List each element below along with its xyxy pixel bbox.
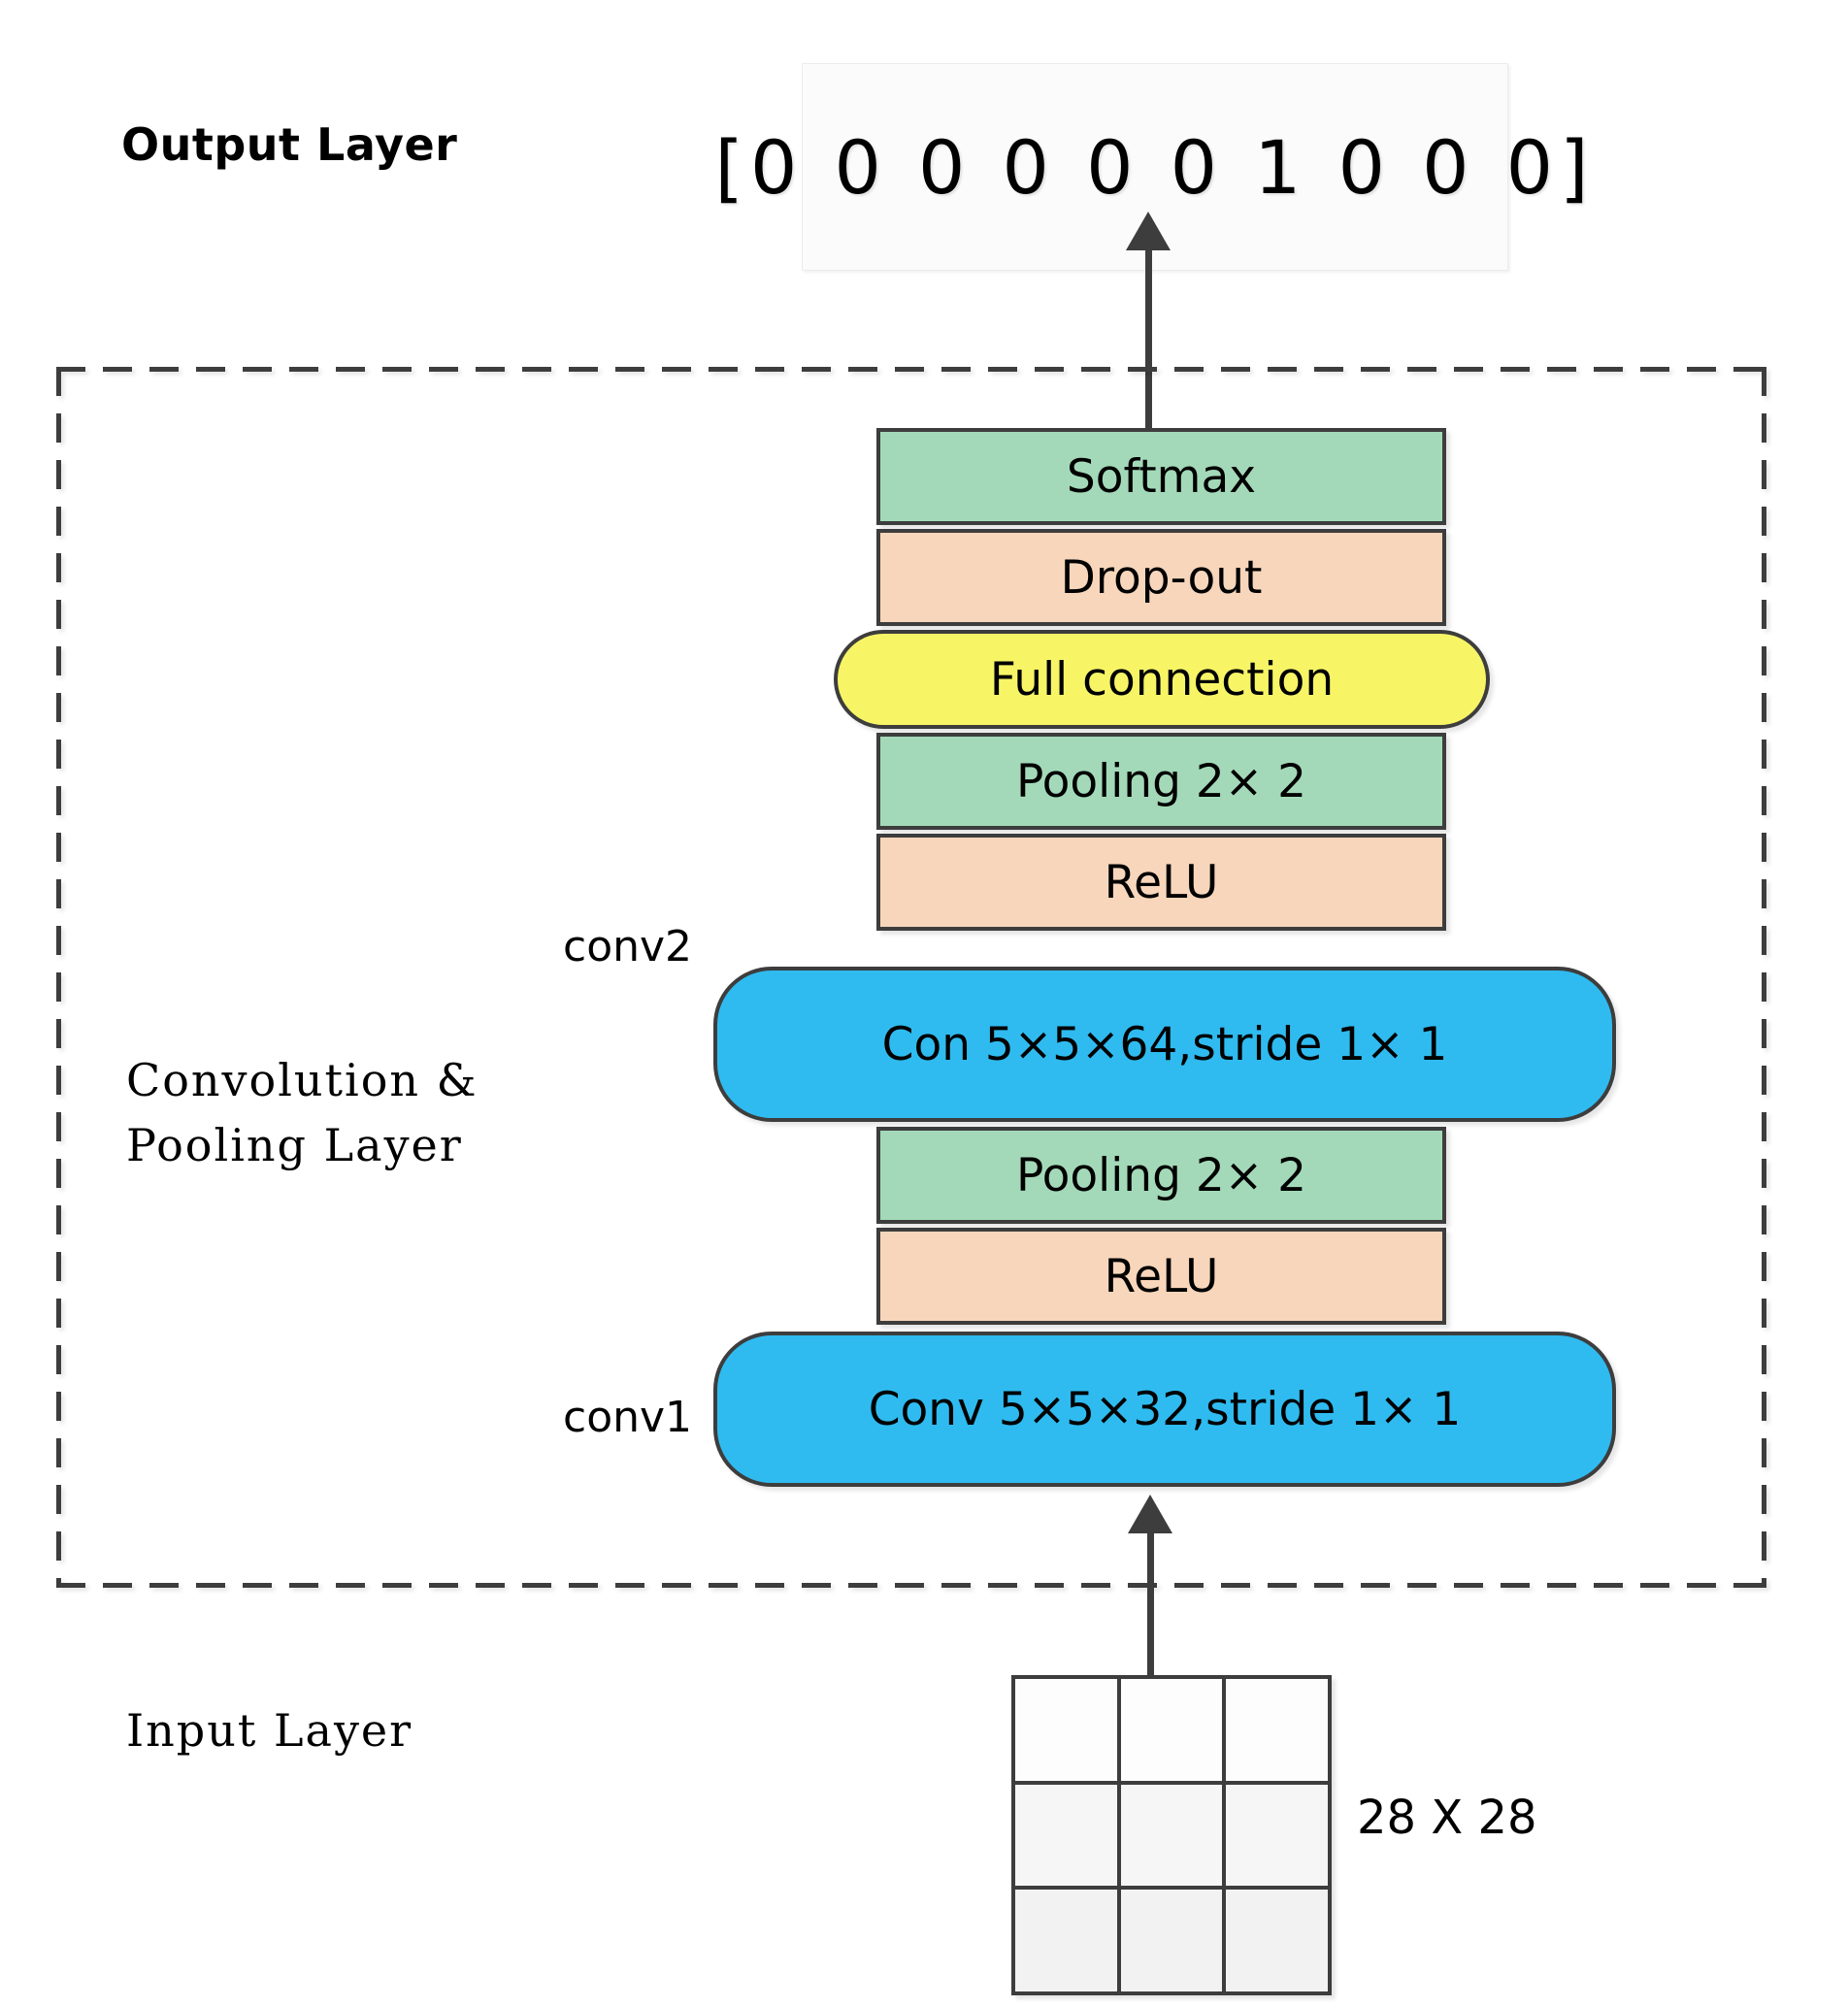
arrow-head-icon (1128, 1495, 1172, 1533)
grid-cell (1226, 1679, 1328, 1781)
layer-block-pooling-1[interactable]: Pooling 2× 2 (876, 1127, 1446, 1224)
layer-label-pooling-1: Pooling 2× 2 (1016, 1148, 1306, 1202)
grid-cell (1120, 1679, 1223, 1781)
grid-cell (1015, 1784, 1117, 1887)
grid-cell (1015, 1890, 1117, 1991)
input-layer-label: Input Layer (126, 1704, 413, 1757)
input-size-label: 28 X 28 (1357, 1791, 1537, 1845)
layer-block-conv1[interactable]: Conv 5×5×32,stride 1× 1 (713, 1332, 1616, 1487)
grid-cell (1120, 1784, 1223, 1887)
layer-block-softmax[interactable]: Softmax (876, 428, 1446, 525)
layer-block-relu-2[interactable]: ReLU (876, 834, 1446, 931)
layer-block-dropout[interactable]: Drop-out (876, 529, 1446, 626)
arrow-shaft (1144, 250, 1152, 470)
layer-label-conv1: Conv 5×5×32,stride 1× 1 (868, 1382, 1462, 1436)
conv2-tag: conv2 (563, 922, 693, 971)
layer-block-full-connection[interactable]: Full connection (834, 630, 1490, 729)
output-vector-text: [0 0 0 0 0 0 1 0 0 0] (714, 123, 1596, 211)
layer-label-relu-2: ReLU (1104, 855, 1219, 909)
conv-pool-label-line2: Pooling Layer (126, 1118, 463, 1171)
layer-block-pooling-2[interactable]: Pooling 2× 2 (876, 733, 1446, 830)
layer-block-conv2[interactable]: Con 5×5×64,stride 1× 1 (713, 967, 1616, 1122)
layer-label-relu-1: ReLU (1104, 1249, 1219, 1303)
convolution-pooling-label: Convolution & Pooling Layer (126, 1048, 478, 1177)
grid-cell (1015, 1679, 1117, 1781)
layer-label-full-connection: Full connection (989, 652, 1335, 707)
layer-label-dropout: Drop-out (1060, 550, 1263, 605)
grid-cell (1226, 1890, 1328, 1991)
layer-label-softmax: Softmax (1066, 449, 1257, 504)
arrow-head-icon (1126, 212, 1171, 250)
conv1-tag: conv1 (563, 1393, 693, 1442)
layer-label-conv2: Con 5×5×64,stride 1× 1 (881, 1017, 1448, 1071)
layer-block-relu-1[interactable]: ReLU (876, 1228, 1446, 1325)
input-grid[interactable] (1011, 1675, 1332, 1995)
conv-pool-label-line1: Convolution & (126, 1054, 478, 1106)
output-layer-label: Output Layer (121, 118, 458, 171)
arrow-shaft (1146, 1533, 1154, 1696)
grid-cell (1120, 1890, 1223, 1991)
arrow-softmax-to-output (1126, 212, 1171, 470)
grid-cell (1226, 1784, 1328, 1887)
layer-label-pooling-2: Pooling 2× 2 (1016, 754, 1306, 808)
arrow-input-to-conv1 (1128, 1495, 1172, 1696)
